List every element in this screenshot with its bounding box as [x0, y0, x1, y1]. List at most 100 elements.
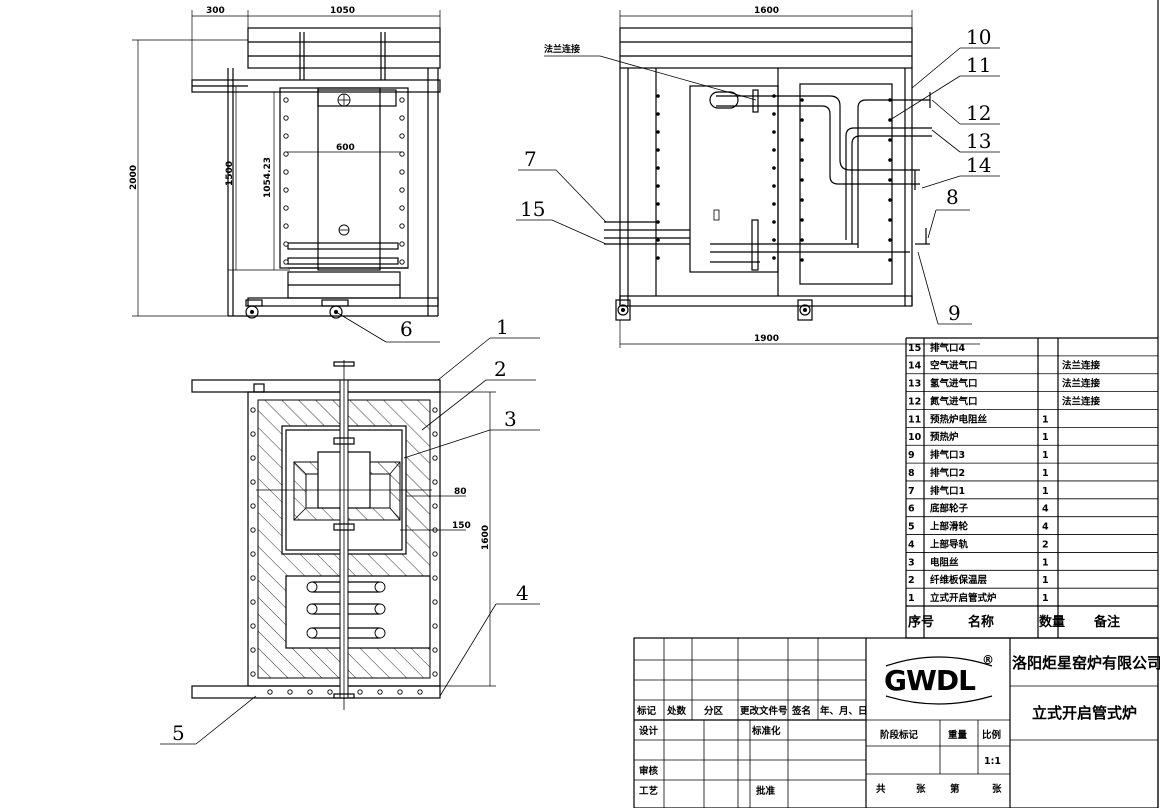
- callout-1: 1: [496, 315, 509, 339]
- parts-row-no: 14: [908, 361, 922, 372]
- process-label: 工艺: [639, 785, 659, 797]
- parts-row-name: 排气口4: [930, 342, 966, 354]
- callout-5: 5: [172, 721, 185, 745]
- parts-row: 2 纤维板保温层 1: [906, 574, 1158, 589]
- parts-row: 14 空气进气口 法兰连接: [906, 360, 1158, 375]
- dim-side-300: 300: [206, 6, 225, 16]
- parts-row-qty: 1: [1042, 414, 1049, 425]
- parts-row-qty: 4: [1042, 504, 1049, 515]
- header-note: 备注: [1093, 614, 1120, 630]
- dim-150: 150: [452, 521, 471, 531]
- gwdl-logo: GWDL: [884, 664, 976, 697]
- rev-h-count: 处数: [666, 705, 687, 717]
- stage-mark-label: 阶段标记: [880, 729, 919, 741]
- parts-row-qty: 1: [1042, 432, 1049, 443]
- parts-row-name: 预热炉电阻丝: [930, 413, 988, 425]
- rev-h-date: 年、月、日: [820, 705, 868, 717]
- parts-row: 5 上部滑轮 4: [906, 521, 1158, 535]
- section-view: 1600 80 150 1 2 3 4 5: [160, 315, 540, 745]
- callout-10: 10: [966, 25, 991, 49]
- parts-row: 13 氢气进气口 法兰连接: [906, 378, 1158, 393]
- side-view: 300 1050: [129, 6, 441, 343]
- approve-label: 批准: [756, 785, 776, 797]
- parts-row-no: 11: [908, 414, 921, 425]
- front-bolts: [656, 94, 892, 262]
- parts-row-qty: 1: [1042, 486, 1049, 497]
- parts-row-qty: 1: [1042, 468, 1049, 479]
- parts-row-qty: 2: [1042, 539, 1049, 550]
- parts-row-qty: 1: [1042, 450, 1049, 461]
- header-name: 名称: [968, 614, 994, 630]
- parts-row-no: 7: [908, 486, 915, 497]
- parts-row-no: 6: [908, 504, 915, 515]
- rev-h-zone: 分区: [704, 705, 724, 717]
- callout-14: 14: [966, 153, 991, 177]
- review-label: 审核: [639, 765, 659, 777]
- dim-side-1054: 1054.23: [263, 157, 273, 198]
- parts-row-name: 底部轮子: [929, 503, 969, 515]
- parts-row: 15 排气口4: [906, 342, 1158, 357]
- side-bolt-columns: [283, 97, 405, 265]
- parts-row-note: 法兰连接: [1062, 378, 1101, 390]
- callout-11: 11: [966, 53, 991, 77]
- parts-row-no: 9: [908, 450, 915, 461]
- rev-h-doc: 更改文件号: [740, 705, 788, 717]
- drawing-title: 立式开启管式炉: [1032, 704, 1137, 722]
- header-qty: 数量: [1039, 614, 1065, 630]
- weight-label: 重量: [948, 729, 968, 741]
- scale-value: 1:1: [984, 756, 1001, 767]
- callout-13: 13: [966, 129, 991, 153]
- parts-row-name: 氢气进气口: [930, 378, 978, 390]
- parts-row-name: 排气口1: [930, 485, 965, 497]
- parts-row-no: 8: [908, 468, 915, 479]
- parts-row-name: 立式开启管式炉: [930, 592, 997, 604]
- scale-label: 比例: [982, 729, 1001, 741]
- parts-row-name: 排气口3: [930, 449, 965, 461]
- dim-side-2000: 2000: [129, 165, 139, 190]
- parts-row-name: 空气进气口: [930, 360, 978, 372]
- dim-side-1050: 1050: [330, 6, 355, 16]
- flange-note: 法兰连接: [544, 43, 580, 55]
- callout-6: 6: [400, 317, 413, 341]
- callout-7: 7: [524, 147, 537, 171]
- parts-row: 9 排气口3 1: [906, 449, 1158, 464]
- parts-row-no: 13: [908, 379, 921, 390]
- parts-row-qty: 1: [1042, 575, 1049, 586]
- dim-side-1500: 1500: [225, 161, 235, 186]
- parts-row-name: 纤维板保温层: [930, 574, 988, 586]
- parts-row-note: 法兰连接: [1062, 360, 1101, 372]
- parts-row: 11 预热炉电阻丝 1: [906, 413, 1158, 428]
- parts-row-no: 5: [908, 522, 915, 533]
- parts-row-no: 2: [908, 575, 915, 586]
- sheet-no-label: 第: [950, 783, 960, 795]
- callout-15: 15: [520, 197, 545, 221]
- dim-top-1600: 1600: [481, 525, 491, 550]
- parts-row-qty: 1: [1042, 593, 1049, 604]
- parts-row-name: 上部导轨: [930, 538, 969, 550]
- parts-row: 6 底部轮子 4: [906, 503, 1158, 518]
- rev-h-sign: 签名: [791, 705, 811, 717]
- callout-2: 2: [494, 357, 507, 381]
- parts-row-name: 排气口2: [930, 467, 965, 479]
- front-view: 1600: [516, 6, 1000, 348]
- callout-9: 9: [948, 301, 961, 325]
- parts-row-qty: 4: [1042, 522, 1049, 533]
- company-name: 洛阳炬星窑炉有限公司: [1012, 654, 1160, 672]
- dim-front-1900: 1900: [754, 334, 779, 344]
- parts-row-name: 上部滑轮: [930, 521, 969, 533]
- dim-80: 80: [454, 487, 467, 497]
- parts-row-name: 电阻丝: [930, 556, 959, 568]
- parts-row-no: 15: [908, 343, 921, 354]
- parts-row-name: 氮气进气口: [930, 395, 978, 407]
- title-block: 标记 处数 分区 更改文件号 签名 年、月、日 设计 标准化 审核 工艺 批准 …: [633, 637, 1160, 808]
- callout-12: 12: [966, 101, 991, 125]
- parts-row-no: 10: [908, 432, 922, 443]
- parts-row: 7 排气口1 1: [906, 485, 1158, 500]
- rev-h-mark: 标记: [636, 705, 657, 717]
